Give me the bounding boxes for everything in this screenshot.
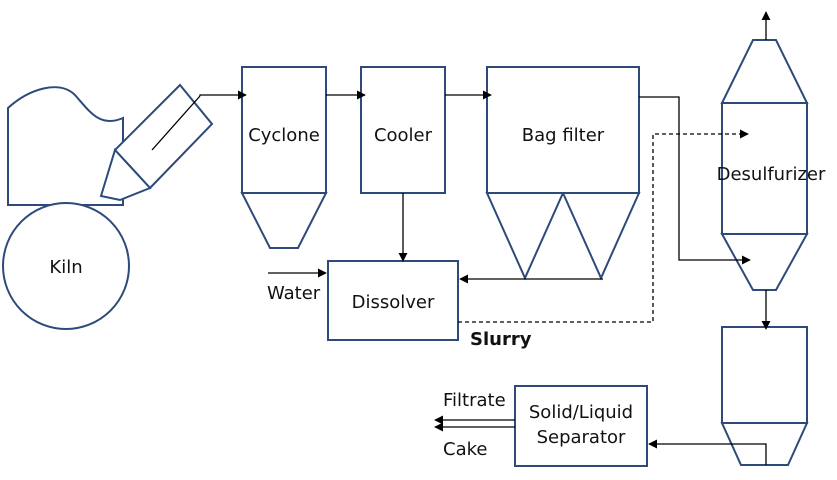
cyclone-body [241,66,327,194]
cyclone: Cyclone [240,66,328,249]
desulfurizer-top-cone [720,39,809,104]
lower-vessel-body [721,326,808,424]
filtrate-label: Filtrate [443,390,506,411]
cooler: Cooler [360,66,446,194]
flow-slurry-to-desulfurizer [458,129,749,323]
bag-filter-hopper-right [561,192,641,281]
flow-lines [199,11,771,465]
flow-kiln-to-cyclone [199,90,247,100]
bag-filter-body [486,66,640,194]
separator-label-line2: Separator [537,427,626,448]
desulfurizer: Desulfurizer [717,39,826,291]
lower-vessel [720,326,809,466]
desulfurizer-label: Desulfurizer [717,164,826,185]
slurry-label: Slurry [470,329,532,350]
desulfurizer-bottom-cone [720,233,809,291]
dissolver-label: Dissolver [352,292,435,313]
cyclone-label: Cyclone [248,125,320,146]
separator-label-line1: Solid/Liquid [529,402,633,423]
water-label: Water [267,283,321,304]
kiln-body [7,86,124,206]
dissolver: Dissolver [327,260,459,341]
cake-label: Cake [443,439,487,460]
flow-vessel-to-separator [648,439,767,465]
cooler-label: Cooler [374,125,433,146]
kiln-outlet-duct [99,83,214,202]
desulfurizer-body [721,102,808,235]
separator-body [514,385,648,467]
kiln-drum [2,202,130,330]
kiln: Kiln [2,86,130,330]
cyclone-cone [240,192,328,249]
kiln-label: Kiln [49,257,82,278]
duct-lower [99,148,152,202]
bag-filter-label: Bag filter [522,125,605,146]
dissolver-body [327,260,459,341]
flow-bagfilter-to-desulfurizer [639,96,751,265]
bag-filter: Bag filter [485,66,641,281]
cooler-body [360,66,446,194]
solid-liquid-separator: Solid/Liquid Separator [514,385,648,467]
bag-filter-hopper-left [485,192,565,281]
duct-flow-line [151,95,201,151]
